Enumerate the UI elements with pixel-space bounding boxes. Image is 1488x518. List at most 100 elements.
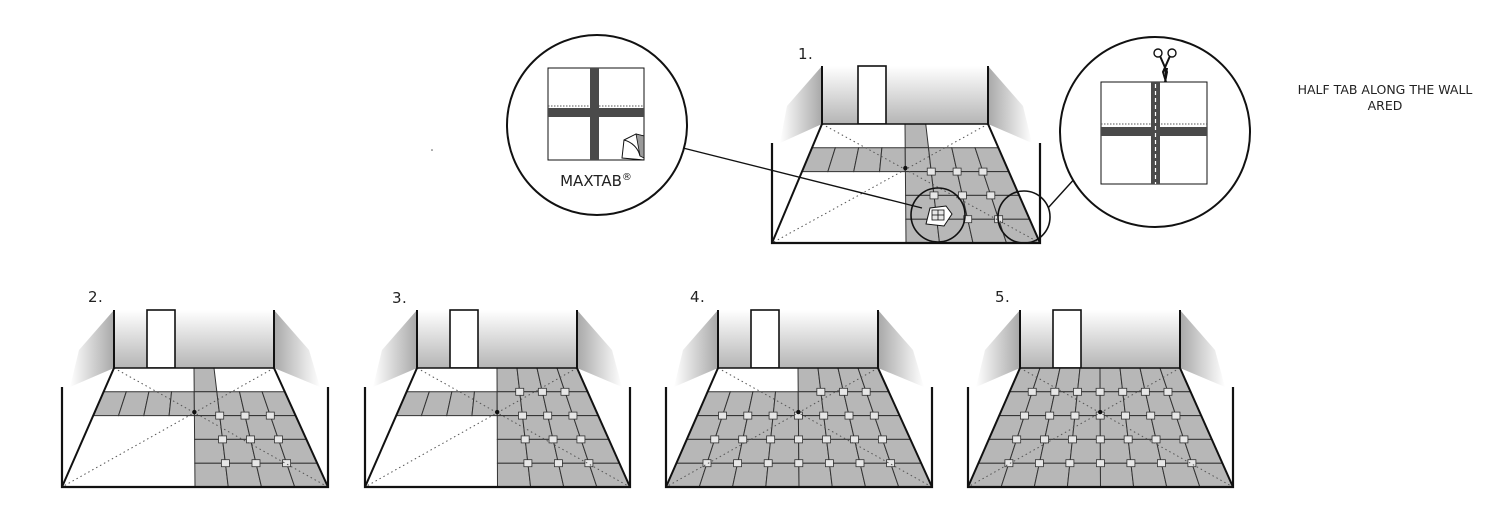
doorway [146,309,176,369]
spacer-tab [515,387,525,396]
spacer-tab [1179,435,1189,444]
diagonal-guide [771,123,989,244]
step-number-2: 2. [88,288,104,306]
spacer-tab [1020,411,1029,420]
floor-edge-left [61,367,115,488]
spacer-tab [560,387,570,396]
room-scene-4 [664,309,934,489]
room-outline [966,387,1235,489]
floor-tile [143,391,173,417]
spacer-tab [1123,435,1133,444]
spacer-tab [878,435,887,444]
room-scene-1 [770,65,1042,245]
spacer-tab [794,459,804,468]
diagonal-guide [61,367,275,488]
floor-tiles [665,367,933,488]
back-wall [1020,310,1180,368]
spacer-tab [1004,459,1014,468]
maxtab-spacers [215,411,292,468]
room-outline [60,387,330,489]
spacer-tab [822,435,831,444]
spacer-tab [926,167,936,176]
spacer-tab [1012,435,1022,444]
maxtab-callout [506,34,923,216]
callout-leader-line-right [1047,175,1078,209]
doorway [750,309,780,369]
spacer-tab [215,411,225,420]
spacer-tab [958,191,967,200]
spacer-tab [1073,387,1082,396]
spacer-tab [1140,387,1150,396]
spacer-tab [1095,387,1105,396]
diagonal-guide [717,367,933,488]
spacer-tab [839,387,848,396]
spacer-tab [1151,435,1161,444]
floor-tile [193,367,218,393]
floor-edge-right [273,367,329,488]
spacer-tab [220,459,230,468]
caption-text: HALF TAB ALONG THE WALL ARED [1270,82,1488,114]
maxtab-spacers [702,387,895,468]
zoom-ring-wall [997,190,1051,244]
diagonal-guide [113,367,329,488]
left-wall [70,310,114,387]
diagonal-guide [665,367,879,488]
registered-mark: ® [621,172,632,183]
callout-leader-line [682,147,923,209]
room-outline [770,143,1042,245]
spacer-tab [766,435,776,444]
spacer-tab [584,459,594,468]
spacer-tab [794,435,803,444]
center-point [903,165,908,171]
floor-tile [853,147,883,173]
spacer-tab [518,411,527,420]
spacer-tab [543,411,553,420]
center-point [192,409,197,415]
floor-edge-right [987,123,1041,244]
spacer-tab [1040,435,1049,444]
room-outline [664,387,934,489]
spacer-tab [1146,411,1156,420]
doorway [449,309,479,369]
spacer-tab [523,459,533,468]
room-scene-5 [966,309,1235,489]
floor-tile [878,147,906,173]
right-wall [1180,310,1225,387]
spacer-tab [1171,411,1181,420]
maxtab-brand-label: MAXTAB® [548,172,644,190]
floor-edge-right [1179,367,1234,488]
spacer-tab [952,167,962,176]
floor-tiles [967,367,1234,488]
maxtab-spacer-mini-icon [925,205,953,227]
spacer-tab [1095,435,1105,444]
spacer-tab [240,411,250,420]
room-scene-2 [60,309,330,489]
spacer-tab [1157,459,1166,468]
right-wall [988,66,1032,143]
maxtab-spacer-icon [547,67,645,161]
back-wall [822,66,988,124]
spacer-tab [1035,459,1044,468]
caption-line-2: ARED [1367,98,1403,113]
floor-edge-left [665,367,719,488]
spacer-tab [978,167,988,176]
maxtab-spacers [1004,387,1197,468]
spacer-tab [1070,411,1080,420]
spacer-tab [1163,387,1173,396]
spacer-tab [576,435,586,444]
diagonal-guide [967,367,1181,488]
back-wall [114,310,274,368]
step-number-5: 5. [995,288,1011,306]
step-number-1: 1. [798,45,814,63]
spacer-tab [929,191,939,200]
doorway [1052,309,1082,369]
step-number-4: 4. [690,288,706,306]
spacer-tab [1027,387,1037,396]
floor-edge-left [771,123,823,244]
floor-edge-left [364,367,418,488]
center-point [1097,409,1103,415]
diagonal-guide [821,123,1041,244]
spacer-tab [855,459,865,468]
